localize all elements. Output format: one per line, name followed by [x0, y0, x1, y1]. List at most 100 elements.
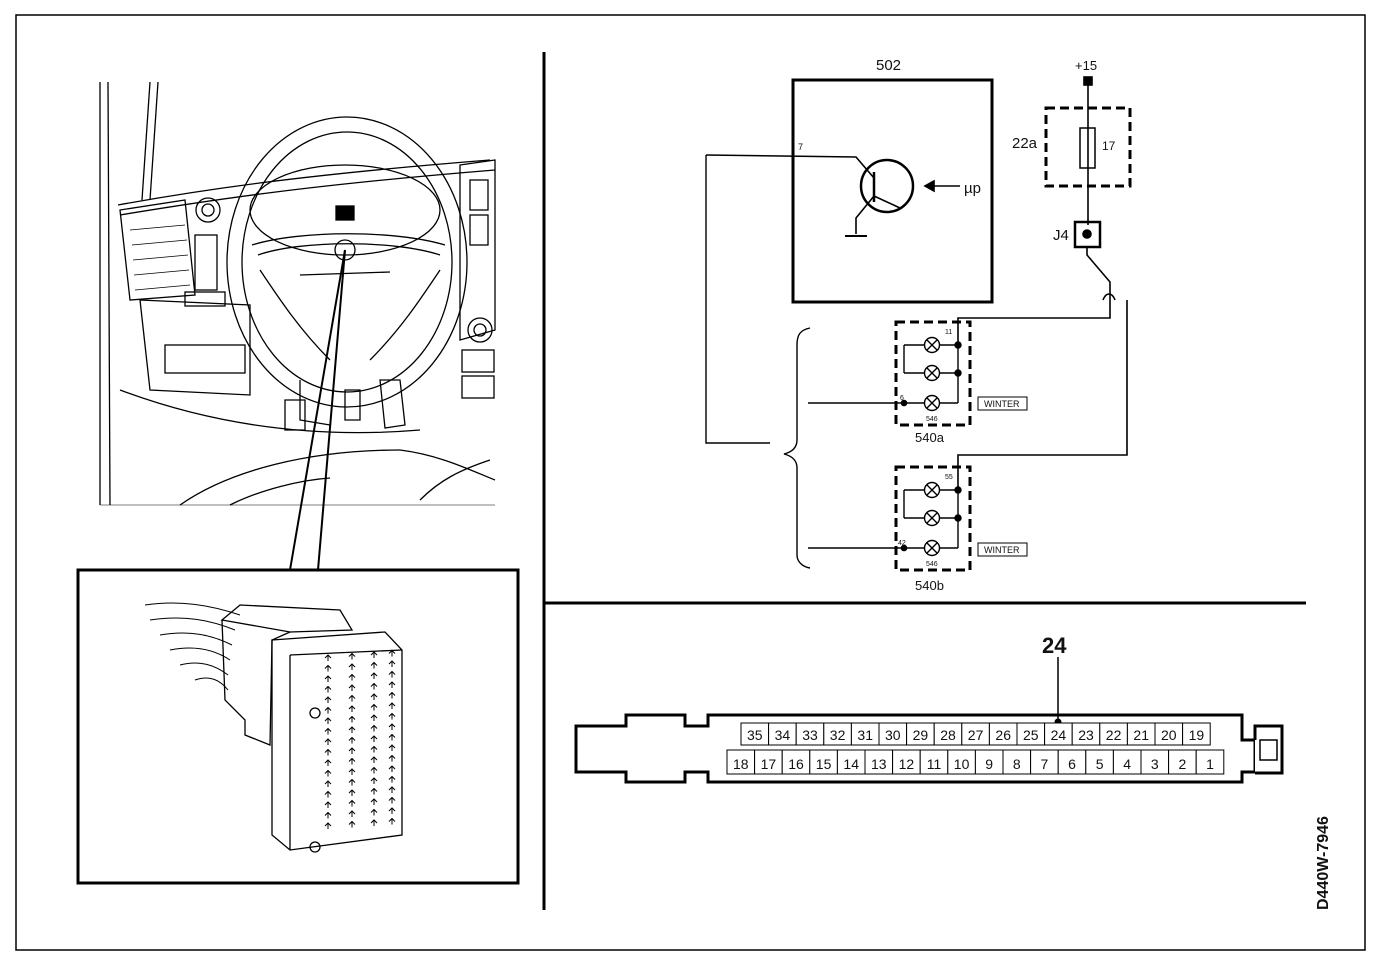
pin-number: 10	[954, 756, 970, 772]
pin-number: 33	[802, 727, 818, 743]
ecu-connector-illustration	[144, 602, 403, 853]
pin-number: 25	[1023, 727, 1039, 743]
pin-cell	[919, 749, 949, 775]
pin-cell	[1195, 749, 1225, 775]
drawing-code: D440W-7946	[1315, 816, 1332, 910]
pin-number: 2	[1179, 756, 1187, 772]
pin-number: 12	[899, 756, 915, 772]
socket-mark	[370, 756, 378, 763]
ecu-label: 502	[876, 57, 901, 74]
socket-mark	[388, 786, 396, 793]
socket-mark	[324, 717, 332, 724]
pin-number: 22	[1106, 727, 1122, 743]
socket-mark	[348, 726, 356, 733]
socket-mark	[348, 652, 356, 660]
socket-mark	[370, 724, 378, 732]
socket-mark	[324, 664, 332, 672]
pin-number: 14	[843, 756, 859, 772]
socket-mark	[388, 649, 396, 657]
socket-mark	[388, 670, 396, 678]
supply-label: +15	[1075, 58, 1097, 73]
pin-number: 21	[1133, 727, 1149, 743]
socket-mark	[388, 765, 396, 772]
socket-mark	[324, 822, 332, 829]
pin-number: 28	[940, 727, 956, 743]
fuse-17	[1079, 127, 1096, 169]
socket-mark	[388, 754, 396, 762]
socket-mark	[348, 820, 356, 828]
fuse-block-label: 22a	[1012, 135, 1038, 152]
socket-mark	[324, 696, 332, 703]
pin-number: 7	[1041, 756, 1049, 772]
pin-number: 17	[761, 756, 777, 772]
junction-label: J4	[1053, 227, 1069, 244]
pin-cell	[864, 749, 894, 775]
pin-number: 1	[1206, 756, 1214, 772]
connector-pin-array	[324, 649, 396, 829]
pin-number: 3	[1151, 756, 1159, 772]
socket-mark	[324, 727, 332, 735]
lamp-group-540b	[894, 465, 972, 572]
pin-cell	[947, 749, 976, 775]
pointer-line-right	[317, 249, 346, 571]
socket-mark	[324, 675, 332, 682]
socket-mark	[324, 811, 332, 819]
pointer-line-left	[289, 249, 346, 571]
pin-number: 26	[995, 727, 1011, 743]
ecu-input-label: µp	[964, 180, 981, 197]
pin-number: 31	[857, 727, 873, 743]
lamp-a-winter-tag: WINTER	[984, 399, 1020, 409]
pin-number: 29	[913, 727, 929, 743]
wiring-schematic: 502 7 µp +15 22a 17	[705, 57, 1132, 593]
pin-number: 24	[1051, 727, 1067, 743]
socket-mark	[348, 757, 356, 765]
socket-mark	[388, 796, 396, 804]
pin-cell	[1140, 749, 1170, 775]
socket-mark	[370, 693, 378, 700]
ecu-pin-label: 7	[798, 142, 803, 152]
socket-mark	[348, 810, 356, 817]
pin-number: 32	[830, 727, 846, 743]
socket-mark	[370, 661, 378, 669]
socket-mark	[324, 801, 332, 808]
lamp-group-540a	[894, 320, 972, 427]
socket-mark	[370, 682, 378, 690]
socket-mark	[324, 780, 332, 787]
lamp-a-sub-label: 546	[926, 416, 938, 423]
socket-mark	[370, 777, 378, 784]
socket-mark	[348, 747, 356, 754]
fuse-number: 17	[1102, 139, 1116, 153]
lamp-b-winter-tag: WINTER	[984, 545, 1020, 555]
socket-mark	[370, 787, 378, 795]
socket-mark	[370, 798, 378, 805]
socket-mark	[370, 819, 378, 826]
socket-mark	[388, 744, 396, 751]
lamp-a-pin-top: 11	[945, 329, 952, 336]
socket-mark	[370, 735, 378, 742]
socket-mark	[324, 790, 332, 798]
fuse-box-22a	[1044, 106, 1132, 188]
socket-mark	[370, 714, 378, 721]
lamp-b-sub-label: 546	[926, 561, 938, 568]
socket-mark	[388, 723, 396, 730]
pin-number: 4	[1123, 756, 1131, 772]
socket-mark	[348, 705, 356, 712]
pin-number: 9	[985, 756, 993, 772]
socket-mark	[348, 789, 356, 796]
pin-cell	[836, 749, 866, 775]
socket-mark	[388, 733, 396, 741]
pin-number: 8	[1013, 756, 1021, 772]
socket-mark	[370, 766, 378, 774]
pin-cell	[1085, 749, 1114, 775]
socket-mark	[348, 684, 356, 691]
socket-mark	[388, 660, 396, 667]
pin-number: 34	[775, 727, 791, 743]
pin-cell	[1182, 722, 1211, 746]
connector-inset-frame	[76, 568, 520, 885]
page-border	[15, 14, 1366, 951]
pin-number: 19	[1189, 727, 1205, 743]
socket-mark	[324, 748, 332, 756]
socket-mark	[348, 663, 356, 670]
